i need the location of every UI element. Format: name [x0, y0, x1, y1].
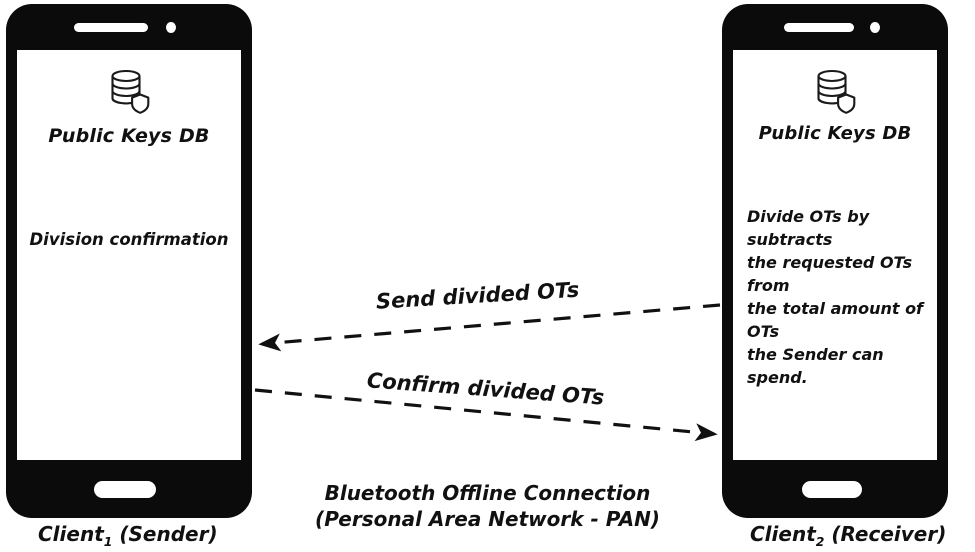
phone-client1-sender: Public Keys DB Division confirmation — [6, 4, 252, 518]
connection-caption: Bluetooth Offline Connection (Personal A… — [255, 480, 720, 533]
screen-client2: Public Keys DB Divide OTs by subtracts t… — [733, 50, 937, 460]
screen-body-client2: Divide OTs by subtracts the requested OT… — [747, 205, 929, 389]
db-title-client1: Public Keys DB — [48, 125, 210, 147]
phone-client2-receiver: Public Keys DB Divide OTs by subtracts t… — [722, 4, 948, 518]
caption-client1-role: (Sender) — [119, 522, 218, 546]
database-shield-icon — [733, 68, 937, 116]
arrow-label-send-divided-ots: Send divided OTs — [371, 277, 584, 314]
screen-body-client1: Division confirmation — [29, 230, 229, 249]
caption-client2-subscript: 2 — [815, 534, 825, 549]
front-camera-icon — [166, 22, 176, 33]
arrow-label-confirm-divided-ots: Confirm divided OTs — [362, 368, 610, 410]
connection-caption-line1: Bluetooth Offline Connection — [324, 481, 651, 505]
home-button-client1[interactable] — [94, 481, 156, 498]
caption-client2-name: Client — [750, 522, 816, 546]
connection-caption-line2: (Personal Area Network - PAN) — [315, 507, 660, 532]
home-button-client2[interactable] — [802, 481, 862, 498]
caption-client1: Client1 (Sender) — [38, 522, 218, 549]
arrow-send-divided-ots — [258, 303, 721, 352]
screen-client1: Public Keys DB Division confirmation — [17, 50, 241, 460]
screen-body-client2-line3: the total amount of OTs — [747, 299, 924, 342]
screen-body-client2-line4: the Sender can spend. — [747, 345, 884, 388]
caption-client2: Client2 (Receiver) — [750, 522, 946, 549]
screen-body-client2-line2: the requested OTs from — [747, 253, 913, 296]
caption-client1-name: Client — [38, 522, 104, 546]
earpiece-speaker-icon — [784, 23, 854, 32]
caption-client2-role: (Receiver) — [831, 522, 947, 546]
front-camera-icon — [870, 22, 880, 33]
earpiece-speaker-icon — [74, 23, 148, 32]
database-shield-icon — [17, 68, 241, 116]
screen-body-client2-line1: Divide OTs by subtracts — [747, 207, 870, 250]
caption-client1-subscript: 1 — [103, 534, 113, 549]
db-title-client2: Public Keys DB — [758, 123, 912, 144]
